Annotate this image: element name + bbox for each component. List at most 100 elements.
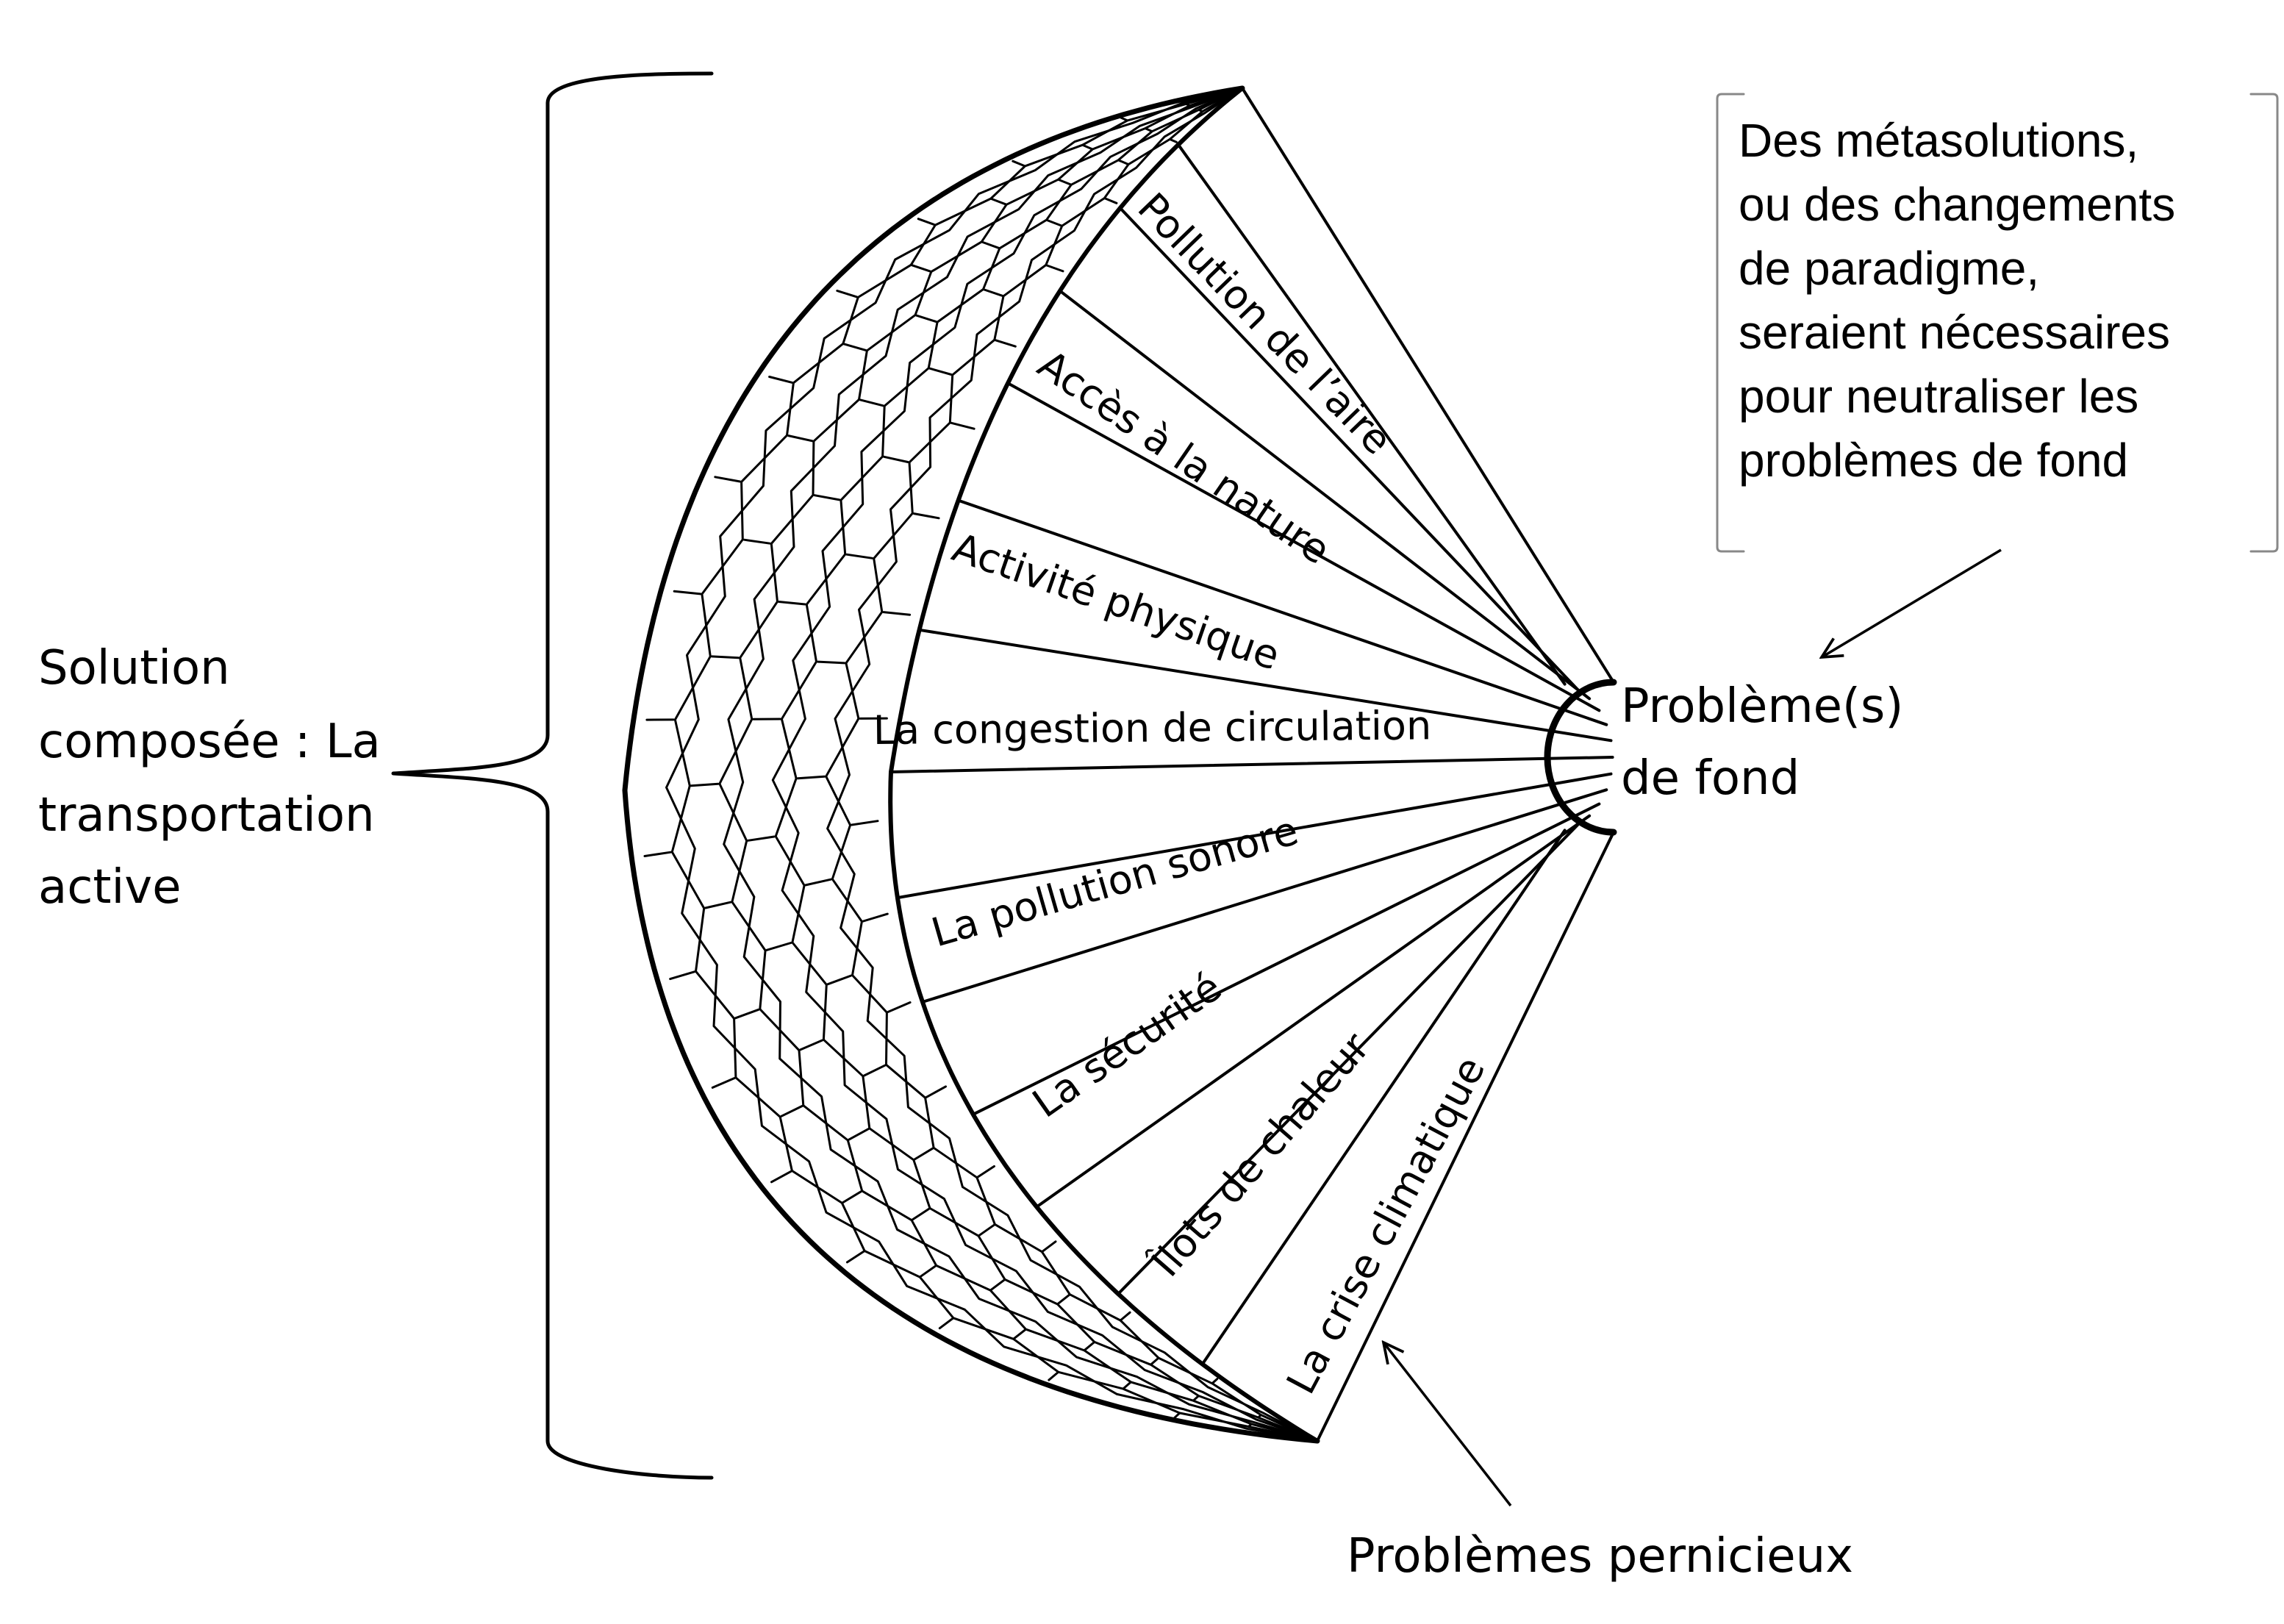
mesh-strand	[718, 87, 1319, 1442]
metasolution-line: problèmes de fond	[1739, 434, 2128, 487]
mesh-rung	[1046, 219, 1063, 227]
mesh-rung	[1122, 1381, 1132, 1390]
mesh-rung	[817, 660, 846, 665]
mesh-rung	[1103, 197, 1118, 204]
mesh-rung	[911, 264, 931, 273]
problem-ray	[1316, 831, 1615, 1442]
problem-rays	[889, 87, 1615, 1442]
mesh-rung	[848, 1128, 870, 1141]
mesh-strand	[825, 87, 1319, 1442]
mesh-rung	[768, 376, 794, 384]
mesh-rung	[846, 1250, 865, 1264]
mesh-rung	[643, 851, 672, 857]
mesh-strand	[670, 87, 1319, 1442]
mesh-rung	[843, 343, 867, 351]
solution-label-line: active	[38, 860, 182, 915]
left-curly-brace	[391, 71, 714, 1480]
mesh-rung	[742, 538, 771, 545]
mesh-rung	[710, 655, 740, 659]
solution-label-line: composée : La	[38, 715, 381, 769]
problem-label: La sécurité	[1024, 964, 1230, 1127]
box-left-bracket	[1716, 93, 1745, 553]
mesh-rung	[836, 290, 859, 298]
mesh-rung	[770, 1170, 792, 1184]
mesh-rung	[883, 455, 909, 463]
mesh-rung	[765, 942, 792, 951]
solution-label-line: transportation	[38, 788, 375, 843]
arrow-to-wicked-problems	[1383, 1342, 1512, 1507]
problem-labels: Pollution de l’aire Accès à la nature Ac…	[873, 184, 1494, 1401]
mesh-rung	[804, 878, 832, 887]
problem-ray	[1006, 382, 1601, 712]
box-right-bracket	[2249, 93, 2279, 553]
mesh-rung	[711, 1077, 736, 1089]
mesh-rung	[1192, 1395, 1200, 1402]
mesh-rung	[1013, 1328, 1027, 1340]
problem-label: La congestion de circulation	[873, 702, 1432, 754]
mesh-rung	[1120, 1311, 1131, 1321]
problem-ray	[889, 756, 1614, 773]
metasolution-text: Des métasolutions, ou des changements de…	[1739, 114, 2188, 487]
problem-ray	[1176, 143, 1567, 686]
mesh-rung	[1057, 1293, 1070, 1305]
problem-label: Activité physique	[947, 524, 1286, 679]
arrow-to-root-problem	[1822, 548, 2002, 657]
mesh-rung	[1247, 1423, 1253, 1428]
mesh-rung	[989, 1278, 1006, 1291]
problem-ray	[1058, 289, 1592, 701]
mesh-rung	[1169, 138, 1178, 143]
mesh-rung	[912, 512, 940, 520]
mesh-rung	[1117, 159, 1129, 165]
problem-ray	[971, 802, 1601, 1116]
problem-ray	[1117, 823, 1580, 1295]
mesh-rung	[826, 974, 853, 986]
mesh-rung	[1150, 1357, 1159, 1366]
mesh-rung	[862, 912, 889, 923]
mesh-strand	[723, 87, 1319, 1442]
mesh-rung	[1045, 264, 1064, 273]
mesh-rung	[714, 476, 742, 483]
problem-ray	[895, 772, 1613, 900]
mesh-rung	[780, 1105, 803, 1117]
problem-ray	[956, 498, 1608, 726]
mesh-rung	[882, 611, 912, 616]
mesh-rung	[917, 218, 936, 226]
mesh-rung	[747, 835, 776, 842]
mesh-rung	[938, 1317, 954, 1330]
mesh-rung	[913, 1147, 934, 1161]
mesh-rung	[983, 288, 1003, 297]
mesh-strand	[774, 87, 1319, 1442]
mesh-rung	[859, 398, 884, 407]
mesh-rung	[690, 782, 720, 787]
problem-ray	[1035, 814, 1592, 1209]
mesh-rung	[1198, 109, 1203, 112]
mesh-rung	[1120, 116, 1128, 122]
mesh-rung	[981, 240, 1000, 249]
mesh-rung	[673, 590, 702, 595]
mesh-rung	[911, 1207, 931, 1221]
mesh-rung	[976, 1165, 995, 1178]
mesh-rung	[1012, 160, 1025, 168]
metasolution-line: Des métasolutions,	[1739, 114, 2138, 167]
mesh-rung	[669, 970, 696, 981]
mesh-rung	[851, 820, 879, 826]
solution-label: Solution composée : La transportation ac…	[38, 641, 395, 915]
mesh-rung	[978, 1223, 995, 1237]
mesh-rung	[813, 494, 841, 501]
mesh-rung	[1211, 1378, 1219, 1384]
root-problem-label: Problème(s) de fond	[1621, 679, 1919, 806]
mesh-rung	[787, 434, 814, 443]
root-problem-line: Problème(s)	[1621, 679, 1903, 734]
mesh-rung	[1173, 1412, 1181, 1419]
mesh-rung	[887, 1001, 912, 1013]
mesh-rung	[1081, 144, 1093, 151]
mesh-rung	[994, 339, 1017, 348]
mesh-rung	[704, 901, 732, 909]
mesh-rung	[734, 1008, 760, 1020]
mesh-rung	[778, 601, 806, 606]
mesh-rung	[1048, 1371, 1059, 1381]
mesh-strand	[826, 87, 1319, 1442]
mesh-rung	[925, 1085, 947, 1098]
mesh-rung	[799, 1039, 824, 1051]
